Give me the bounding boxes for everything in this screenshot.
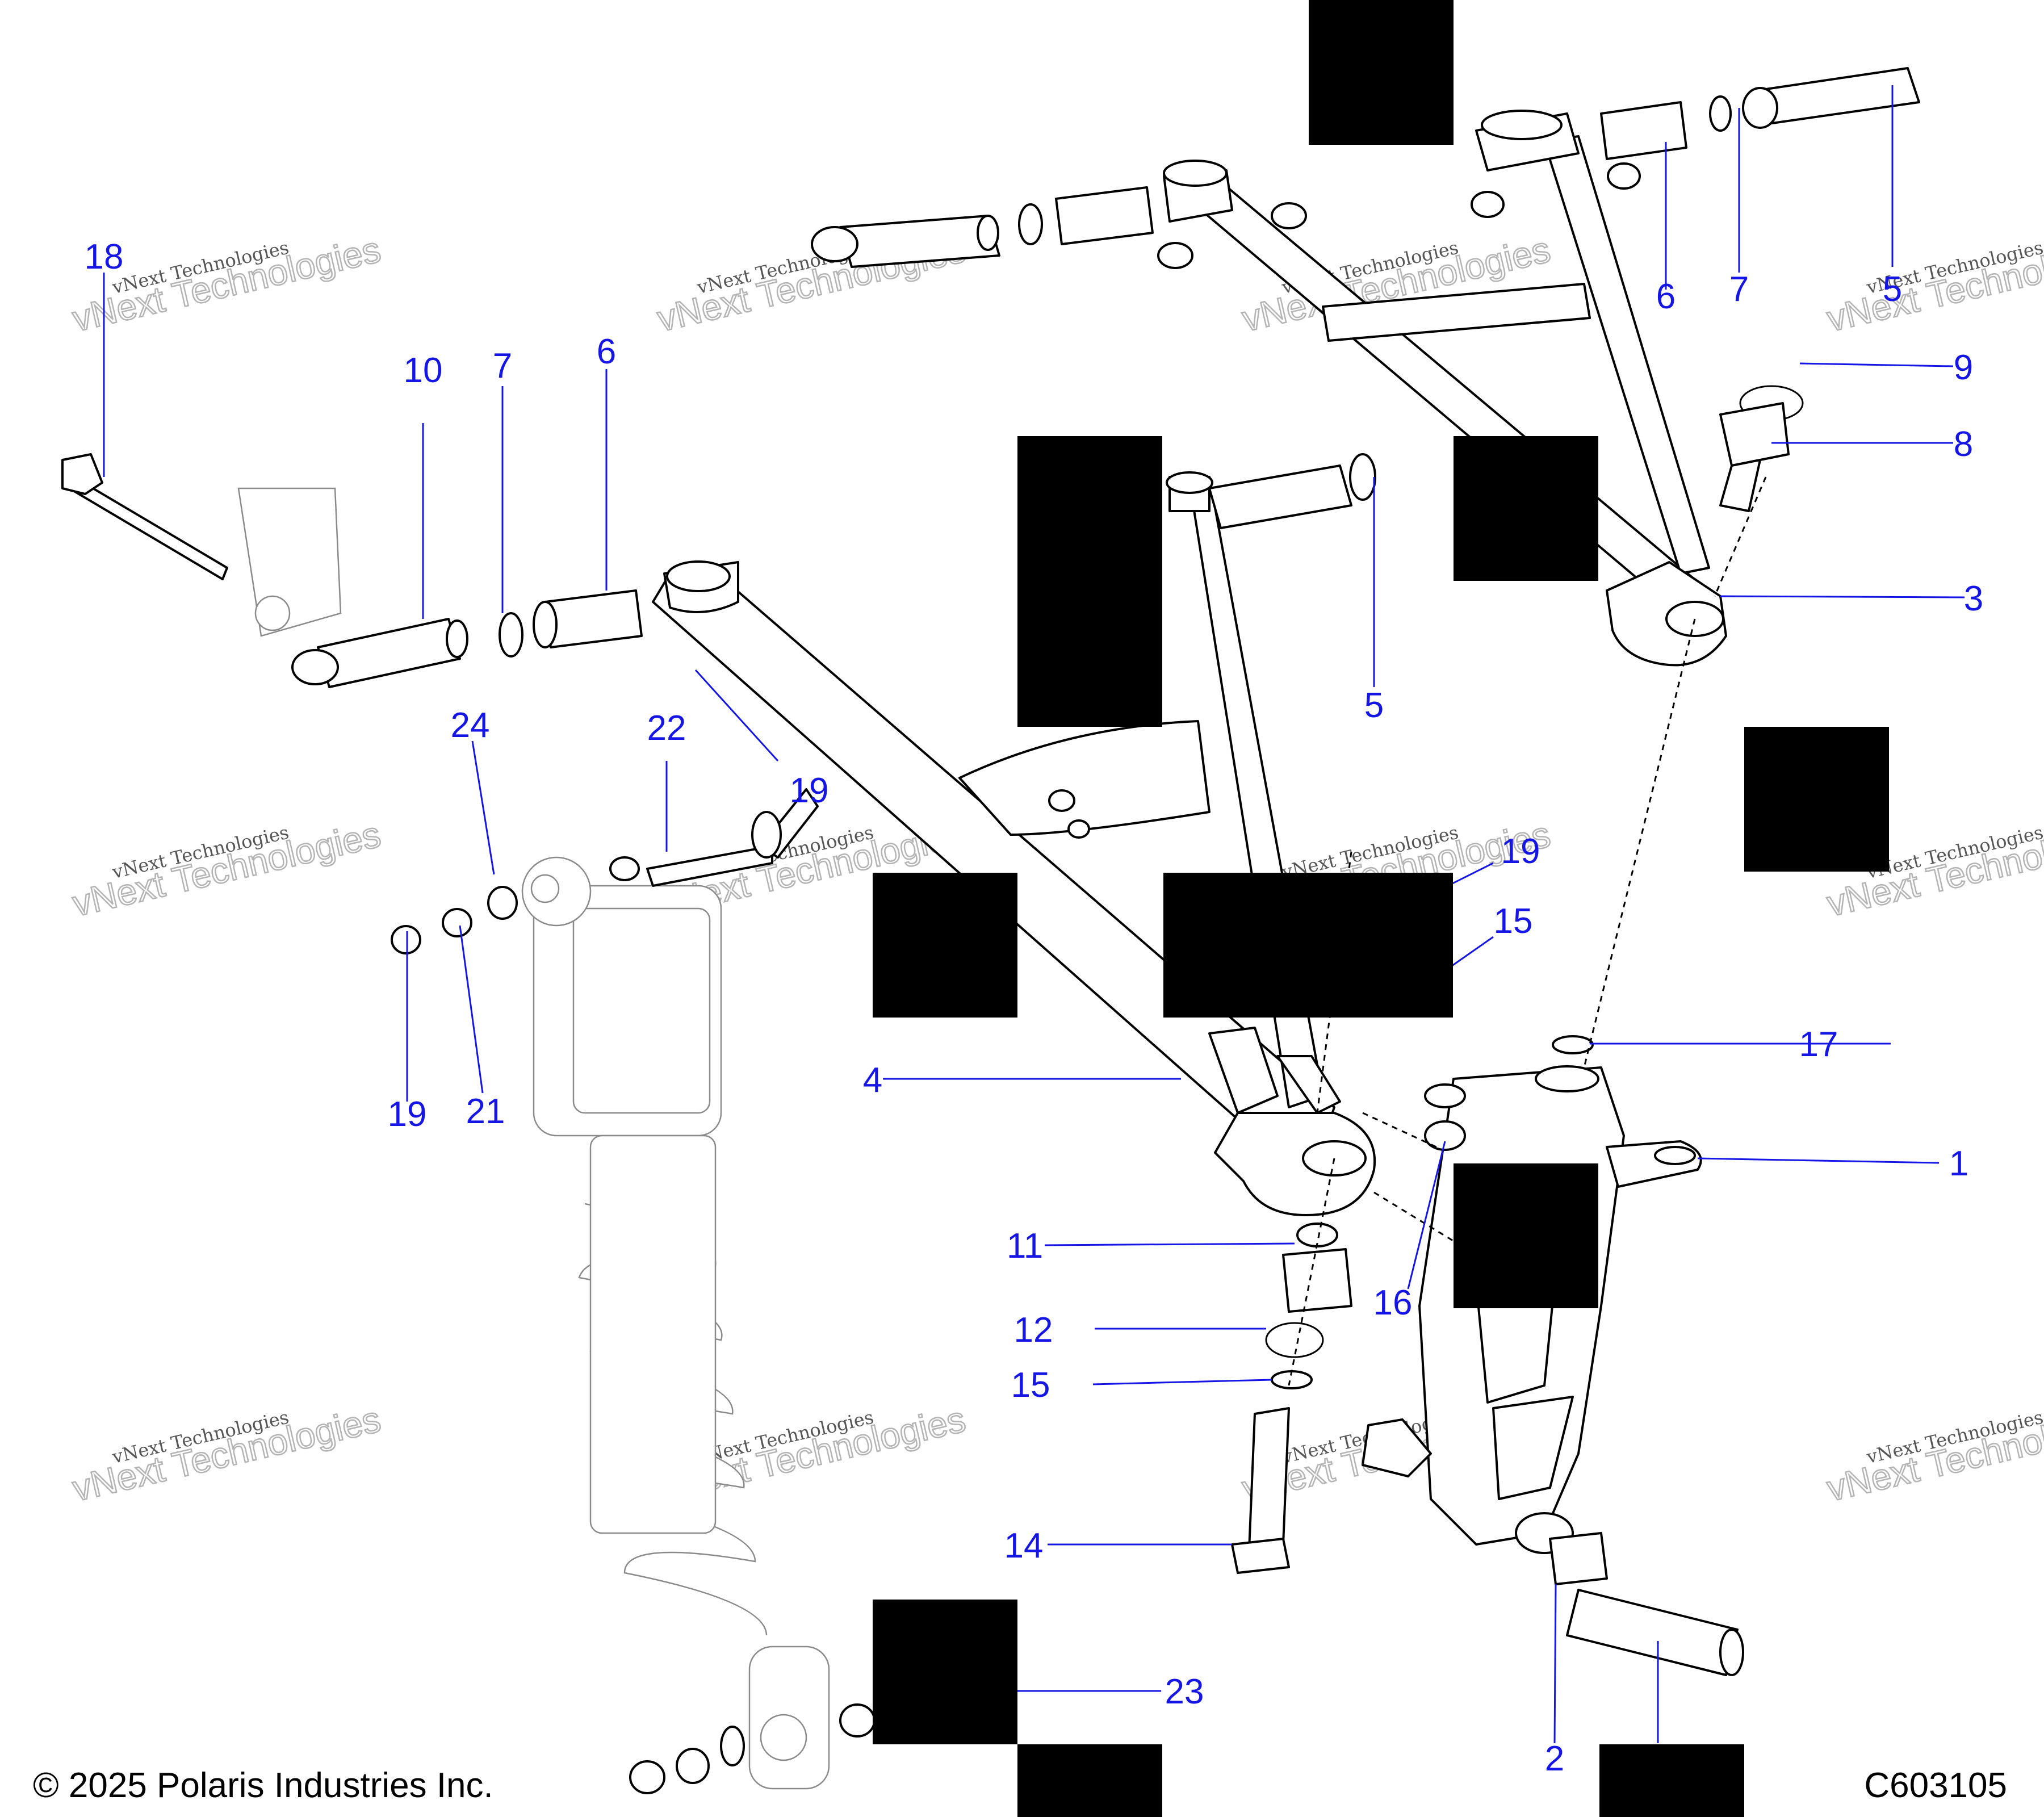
copyright-notice: © 2025 Polaris Industries Inc.	[33, 1766, 493, 1805]
callout-21[interactable]: 21	[466, 1092, 505, 1131]
callout-5-lower[interactable]: 5	[1364, 686, 1384, 725]
callout-15-lower[interactable]: 15	[1011, 1366, 1050, 1405]
callout-15-upper[interactable]: 15	[1494, 902, 1533, 941]
callout-23[interactable]: 23	[1165, 1672, 1204, 1711]
shock-absorber	[237, 487, 830, 1790]
callout-7[interactable]: 7	[493, 346, 512, 386]
callout-1[interactable]: 1	[1949, 1144, 1968, 1183]
diagram-id: C603105	[1864, 1766, 2007, 1805]
callout-19-upper[interactable]: 19	[1501, 832, 1540, 871]
callout-4[interactable]: 4	[863, 1061, 882, 1100]
redaction-blocks	[873, 0, 1889, 1817]
callout-5-upper[interactable]: 5	[1883, 270, 1902, 309]
callout-6[interactable]: 6	[597, 332, 616, 371]
callout-22[interactable]: 22	[647, 709, 686, 748]
callout-8[interactable]: 8	[1954, 425, 1973, 464]
callout-11[interactable]: 11	[1007, 1226, 1043, 1266]
callout-10[interactable]: 10	[404, 351, 443, 390]
callout-3[interactable]: 3	[1964, 579, 1983, 618]
callout-19-shock[interactable]: 19	[388, 1095, 427, 1134]
callout-2[interactable]: 2	[1545, 1739, 1564, 1778]
callout-19-lower-arm[interactable]: 19	[790, 771, 829, 810]
callout-18[interactable]: 18	[85, 237, 124, 277]
callout-9[interactable]: 9	[1954, 348, 1973, 387]
upper-a-arm	[1163, 110, 1727, 667]
callout-24[interactable]: 24	[451, 706, 490, 745]
callout-14[interactable]: 14	[1004, 1526, 1044, 1565]
callout-6-upper[interactable]: 6	[1656, 277, 1676, 316]
steering-knuckle	[1362, 1065, 1702, 1554]
callout-7-upper[interactable]: 7	[1729, 270, 1749, 309]
callout-labels: 18 10 7 6 24 22 19 19 21 5 6 7 5 9 8 3 1…	[85, 237, 1984, 1778]
callout-17[interactable]: 17	[1799, 1025, 1838, 1064]
callout-16[interactable]: 16	[1373, 1283, 1413, 1322]
callout-12[interactable]: 12	[1014, 1311, 1053, 1350]
